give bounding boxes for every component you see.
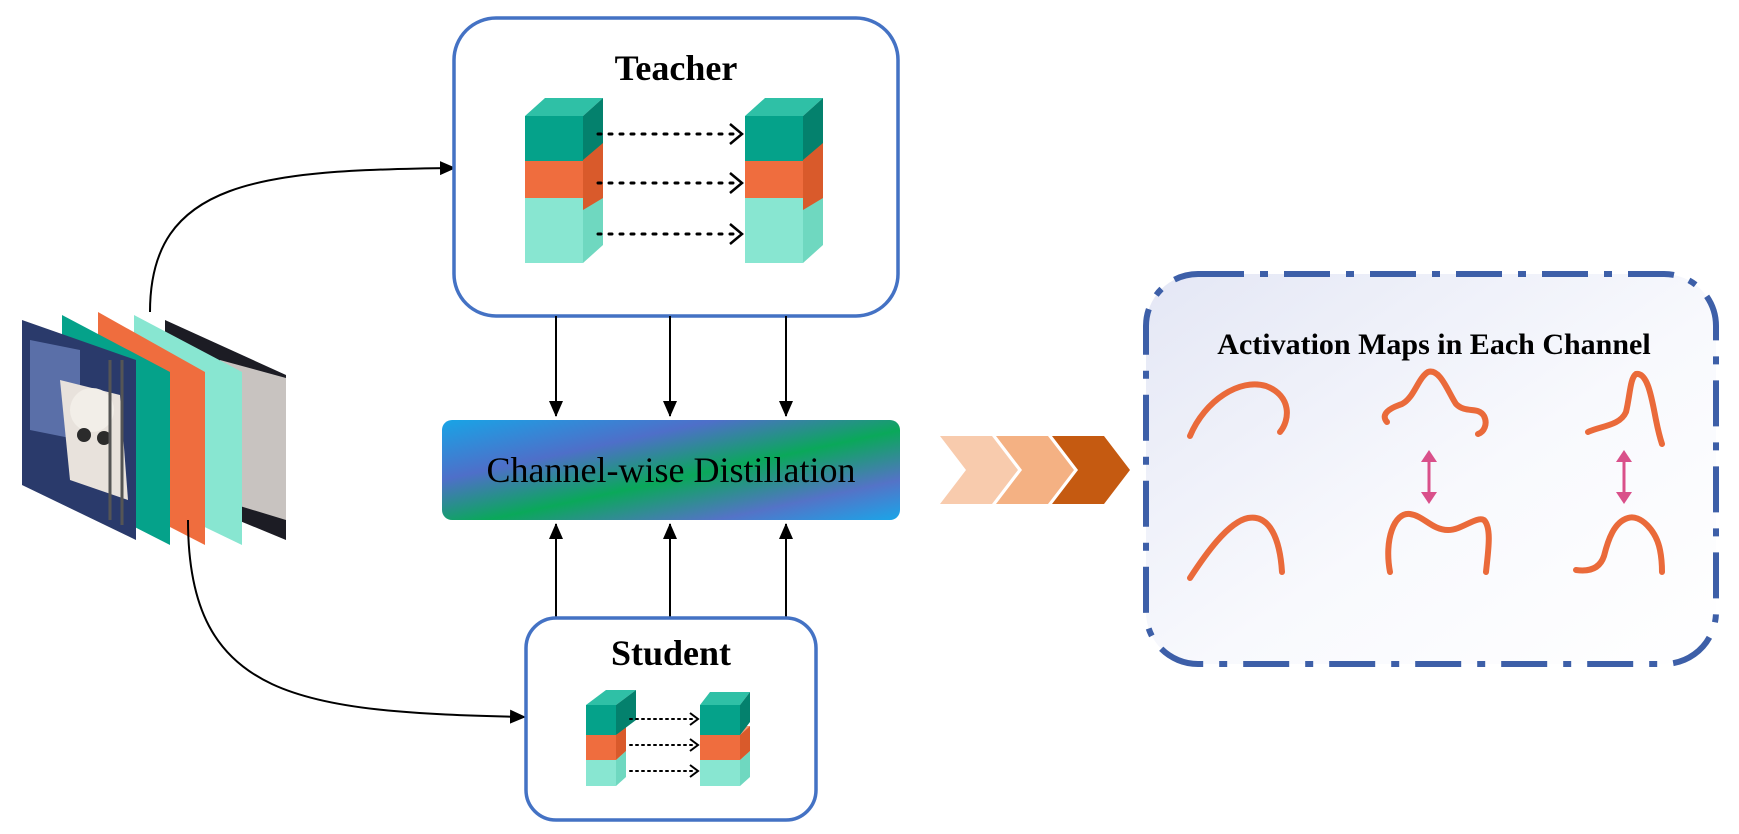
student-box: Student bbox=[524, 616, 818, 822]
distillation-label: Channel-wise Distillation bbox=[487, 450, 856, 490]
chevron-arrow-icon bbox=[940, 436, 1130, 504]
teacher-left-feature-stack bbox=[525, 98, 603, 263]
teacher-to-distill-arrows bbox=[549, 316, 793, 417]
teacher-activation-curve-1 bbox=[1187, 381, 1290, 439]
student-channel-arrows bbox=[629, 712, 700, 778]
teacher-channel-arrows bbox=[596, 123, 744, 245]
student-activation-curve-3 bbox=[1573, 514, 1665, 575]
input-to-teacher-arrow bbox=[149, 161, 456, 313]
input-frame-front-photo bbox=[22, 320, 136, 540]
student-right-feature-stack bbox=[700, 692, 750, 786]
student-to-distill-arrows bbox=[549, 523, 793, 620]
student-left-feature-stack bbox=[586, 690, 636, 786]
teacher-right-feature-stack bbox=[745, 98, 823, 263]
student-title: Student bbox=[611, 633, 731, 673]
double-arrow-icon bbox=[1421, 450, 1632, 504]
teacher-box: Teacher bbox=[452, 16, 900, 318]
input-image-stack bbox=[22, 312, 286, 545]
student-activation-curve-2 bbox=[1385, 511, 1492, 575]
student-activation-curve-1 bbox=[1187, 514, 1285, 581]
teacher-activation-curve-2 bbox=[1381, 368, 1489, 437]
activation-curves bbox=[1187, 368, 1665, 581]
distillation-box: Channel-wise Distillation bbox=[442, 420, 900, 520]
input-to-student-arrow bbox=[187, 519, 526, 724]
activation-maps-panel: Activation Maps in Each Channel bbox=[1143, 271, 1719, 667]
teacher-activation-curve-3 bbox=[1585, 371, 1665, 447]
teacher-title: Teacher bbox=[615, 48, 738, 88]
activation-maps-title: Activation Maps in Each Channel bbox=[1217, 328, 1650, 361]
